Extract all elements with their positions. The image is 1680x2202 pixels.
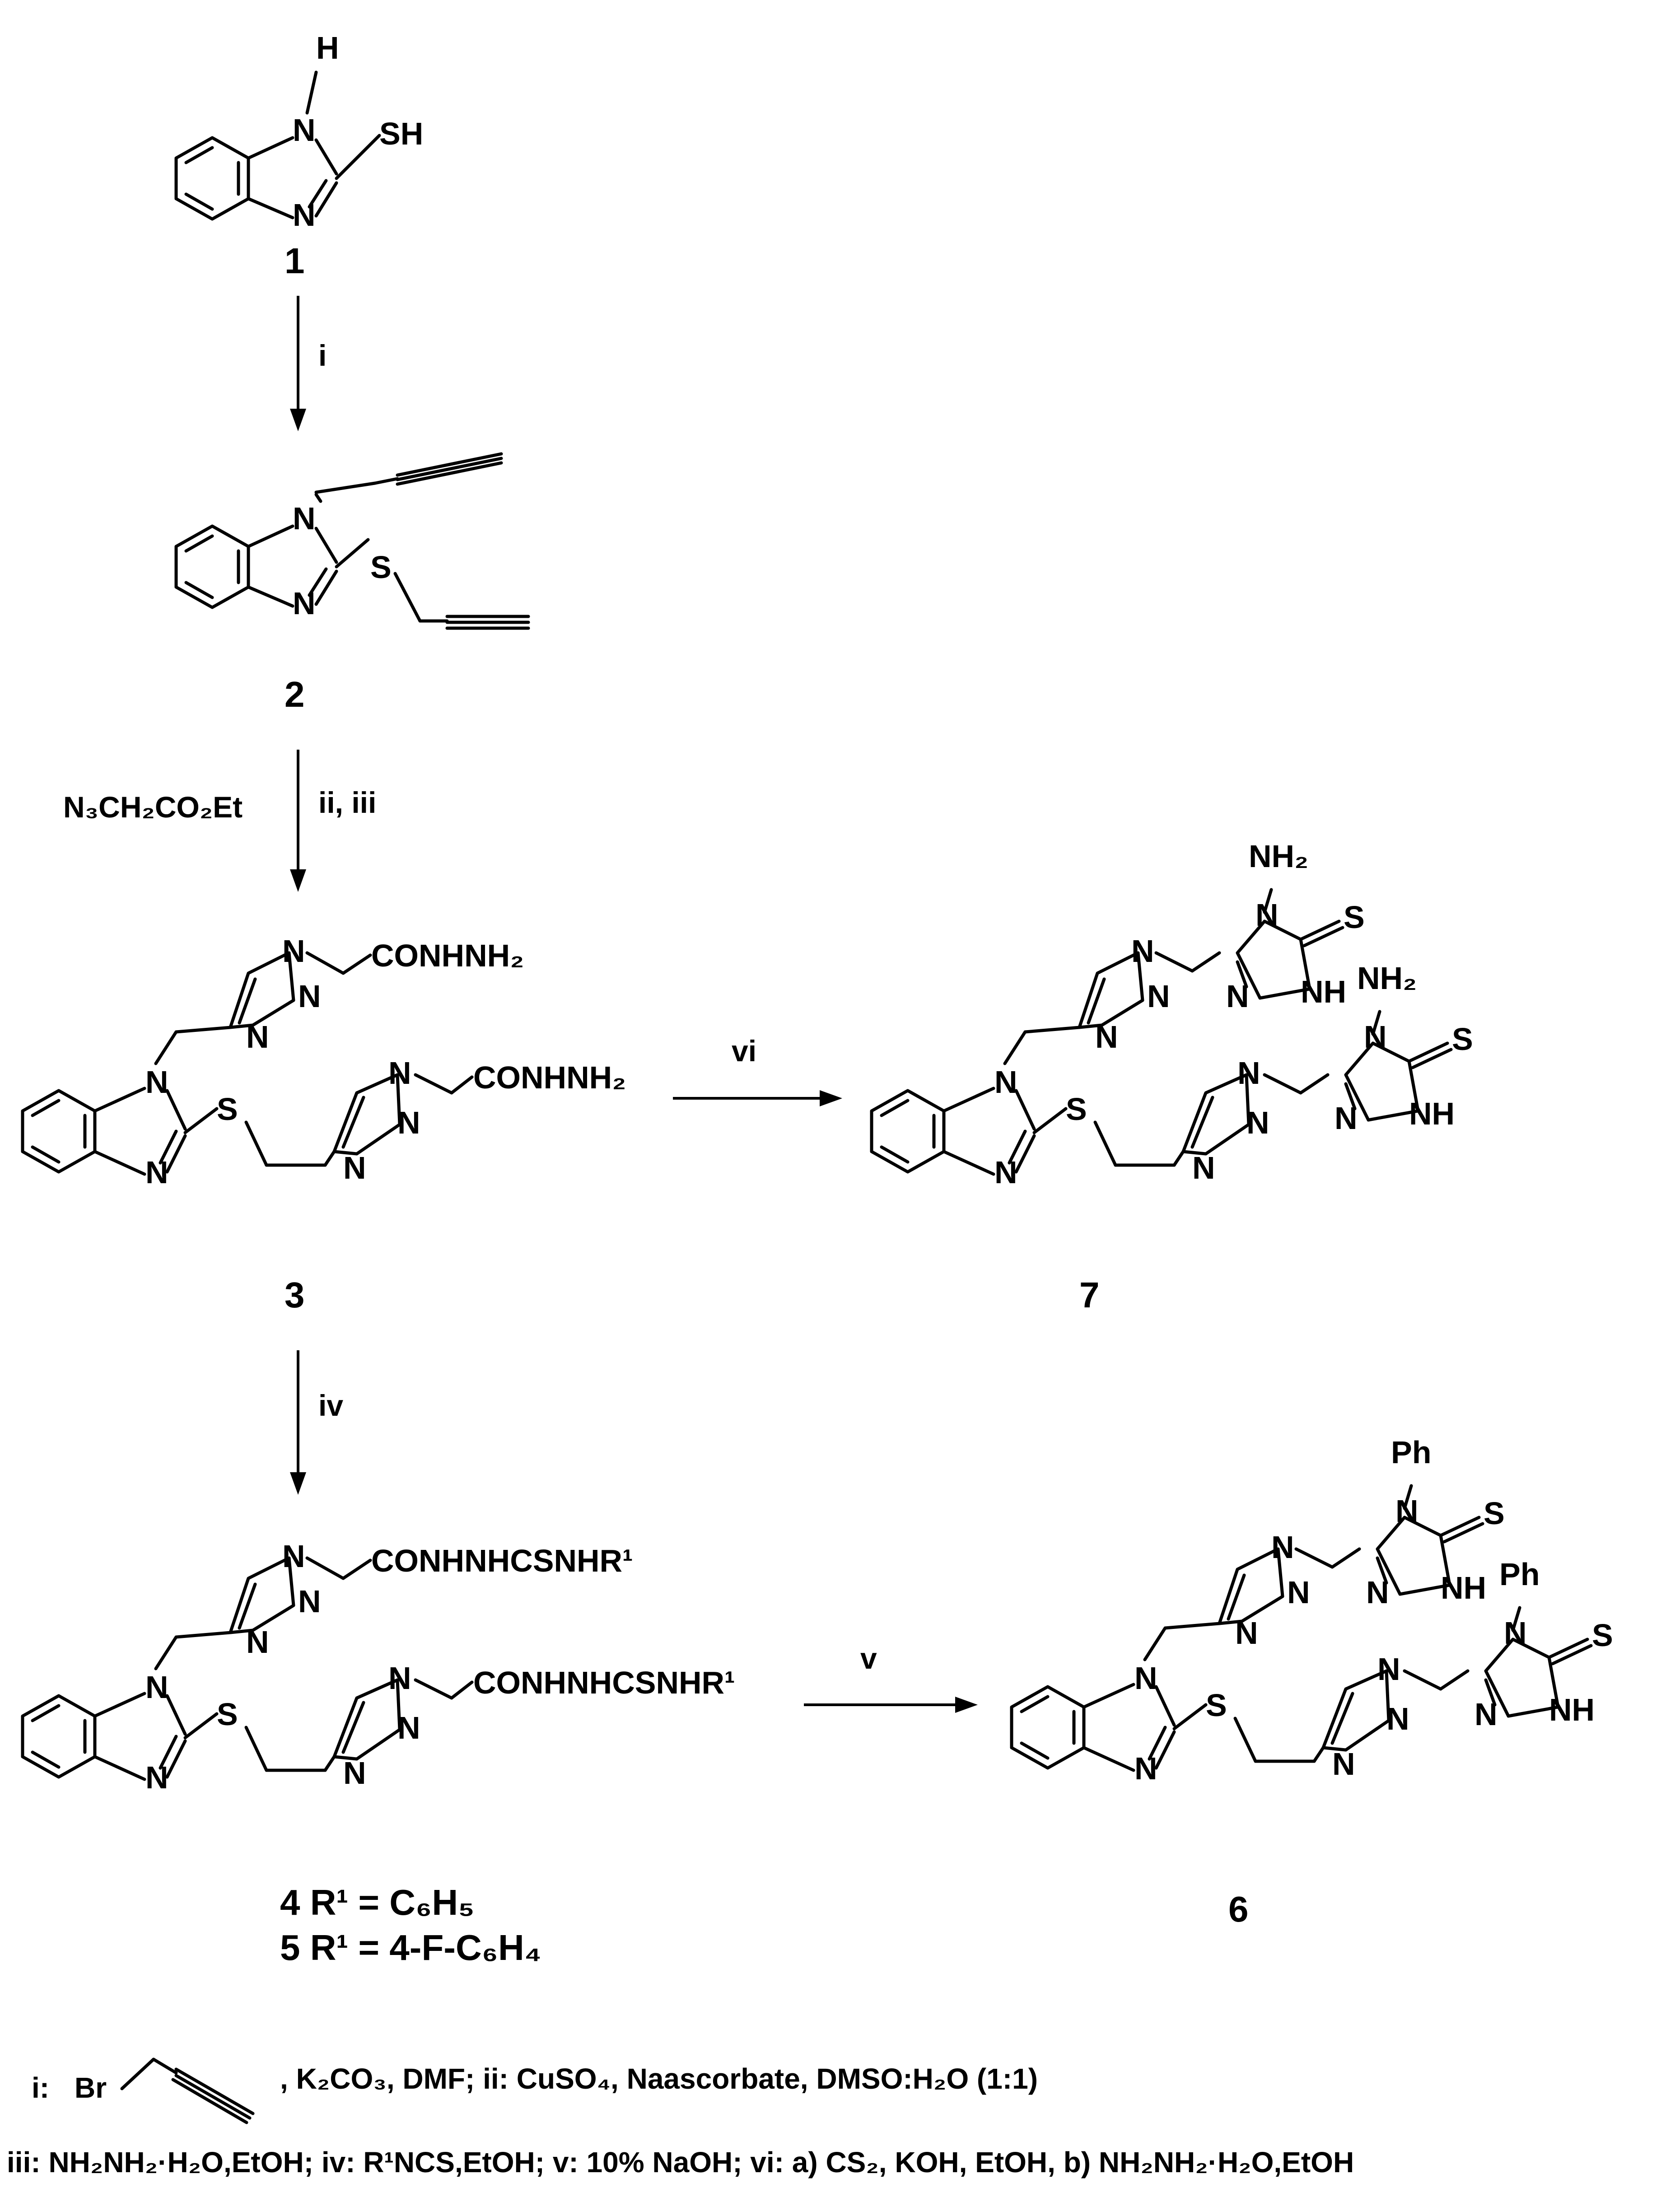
atom-N: N [1134, 1661, 1157, 1696]
atom-N: N [994, 1155, 1017, 1190]
arrow-label-iv: iv [318, 1389, 343, 1422]
atom-NH: NH [1301, 974, 1346, 1009]
azide-reagent: N₃CH₂CO₂Et [63, 790, 243, 824]
atom-S: S [1066, 1092, 1087, 1127]
condition-line-2: iii: NH₂NH₂·H₂O,EtOH; iv: R¹NCS,EtOH; v:… [7, 2146, 1354, 2179]
atom-N: N [1246, 1105, 1269, 1140]
atom-N: N [343, 1150, 366, 1185]
compound-1-structure: N H N SH [174, 30, 423, 233]
compound-4-5-structure: N N S N N N N N N CONHNHCSNHR¹ CONHNHCSN… [21, 1539, 735, 1795]
propargyl-bromide-structure [120, 2057, 255, 2124]
arrow-step-vi [673, 1090, 842, 1106]
atom-N: N [1332, 1746, 1355, 1782]
compound-label-7: 7 [1079, 1275, 1100, 1315]
arrow-label-vi: vi [732, 1034, 756, 1068]
atom-SH: SH [379, 116, 423, 151]
amino-group: NH₂ [1357, 961, 1417, 996]
atom-H: H [316, 30, 339, 65]
arrow-step-i [290, 296, 306, 431]
condition-i-prefix: i: [32, 2071, 49, 2104]
compound-label-4: 4 R¹ = C₆H₅ [280, 1882, 475, 1922]
hydrazide-group: CONHNH₂ [371, 938, 524, 973]
atom-N: N [145, 1670, 168, 1705]
arrow-label-v: v [860, 1642, 877, 1675]
compound-label-1: 1 [285, 241, 305, 281]
atom-S: S [1452, 1022, 1473, 1057]
arrow-step-ii-iii [290, 750, 306, 892]
atom-N: N [1287, 1575, 1310, 1610]
atom-S: S [1344, 900, 1365, 935]
atom-S: S [1206, 1688, 1227, 1723]
propargyl-bromide-br: Br [75, 2071, 107, 2104]
compound-6-structure: N N S N N N N Ph S NH N N N N N Ph S NH … [1010, 1435, 1613, 1786]
atom-N: N [1271, 1530, 1294, 1565]
atom-N: N [1364, 1019, 1387, 1054]
atom-N: N [1386, 1701, 1409, 1736]
atom-N: N [1377, 1652, 1400, 1687]
compound-2-structure: N N S [174, 452, 530, 630]
atom-N: N [282, 1539, 305, 1574]
atom-N: N [298, 979, 321, 1014]
compound-3-structure: N N S N N N N N N CONHNH₂ CONHNH₂ [21, 933, 626, 1190]
atom-N: N [1192, 1150, 1215, 1185]
atom-N: N [1395, 1493, 1419, 1529]
compound-label-3: 3 [285, 1275, 305, 1315]
atom-N: N [246, 1019, 269, 1054]
atom-N: N [397, 1105, 420, 1140]
atom-N: N [1255, 897, 1279, 933]
atom-S: S [370, 550, 392, 585]
atom-N: N [1235, 1615, 1258, 1651]
compound-label-5: 5 R¹ = 4-F-C₆H₄ [280, 1927, 541, 1968]
arrow-label-i: i [318, 339, 327, 372]
arrow-label-ii-iii: ii, iii [318, 786, 376, 819]
atom-N: N [293, 197, 316, 233]
arrow-step-v [804, 1697, 978, 1713]
atom-N: N [293, 586, 316, 621]
atom-N: N [388, 1661, 411, 1696]
atom-S: S [217, 1697, 238, 1732]
atom-N: N [1134, 1751, 1157, 1786]
amino-group: NH₂ [1249, 839, 1308, 874]
atom-N: N [1237, 1055, 1260, 1091]
atom-S: S [1484, 1496, 1505, 1531]
atom-N: N [282, 933, 305, 969]
condition-line-1: , K₂CO₃, DMF; ii: CuSO₄, Naascorbate, DM… [280, 2062, 1038, 2095]
atom-N: N [1226, 979, 1249, 1014]
atom-N: N [1504, 1615, 1527, 1651]
atom-S: S [1592, 1618, 1613, 1653]
atom-N: N [1131, 933, 1154, 969]
atom-N: N [246, 1624, 269, 1660]
compound-label-2: 2 [285, 674, 305, 714]
atom-N: N [1475, 1697, 1498, 1732]
atom-NH: NH [1441, 1570, 1486, 1605]
atom-N: N [298, 1584, 321, 1619]
atom-NH: NH [1549, 1692, 1595, 1727]
atom-NH: NH [1409, 1096, 1455, 1131]
atom-N: N [397, 1710, 420, 1745]
atom-N: N [145, 1155, 168, 1190]
atom-N: N [994, 1064, 1017, 1100]
atom-N: N [145, 1760, 168, 1795]
atom-N: N [293, 501, 316, 536]
reaction-conditions: i: Br , K₂CO₃, DMF; ii: CuSO₄, Naascorba… [7, 2057, 1354, 2179]
atom-S: S [217, 1092, 238, 1127]
thiosemicarbazide-group: CONHNHCSNHR¹ [473, 1665, 735, 1700]
phenyl-group: Ph [1499, 1557, 1540, 1592]
atom-N: N [343, 1755, 366, 1791]
atom-N: N [1366, 1575, 1389, 1610]
atom-N: N [1147, 979, 1170, 1014]
atom-N: N [388, 1055, 411, 1091]
arrow-step-iv [290, 1350, 306, 1495]
atom-N: N [293, 112, 316, 148]
phenyl-group: Ph [1391, 1435, 1431, 1470]
atom-N: N [1335, 1101, 1358, 1136]
thiosemicarbazide-group: CONHNHCSNHR¹ [371, 1543, 633, 1578]
hydrazide-group: CONHNH₂ [473, 1060, 626, 1095]
atom-N: N [1095, 1019, 1118, 1054]
compound-7-structure: N N S N N N N NH₂ S NH N N N N N NH₂ S N… [870, 839, 1473, 1190]
compound-label-6: 6 [1228, 1889, 1249, 1929]
atom-N: N [145, 1064, 168, 1100]
